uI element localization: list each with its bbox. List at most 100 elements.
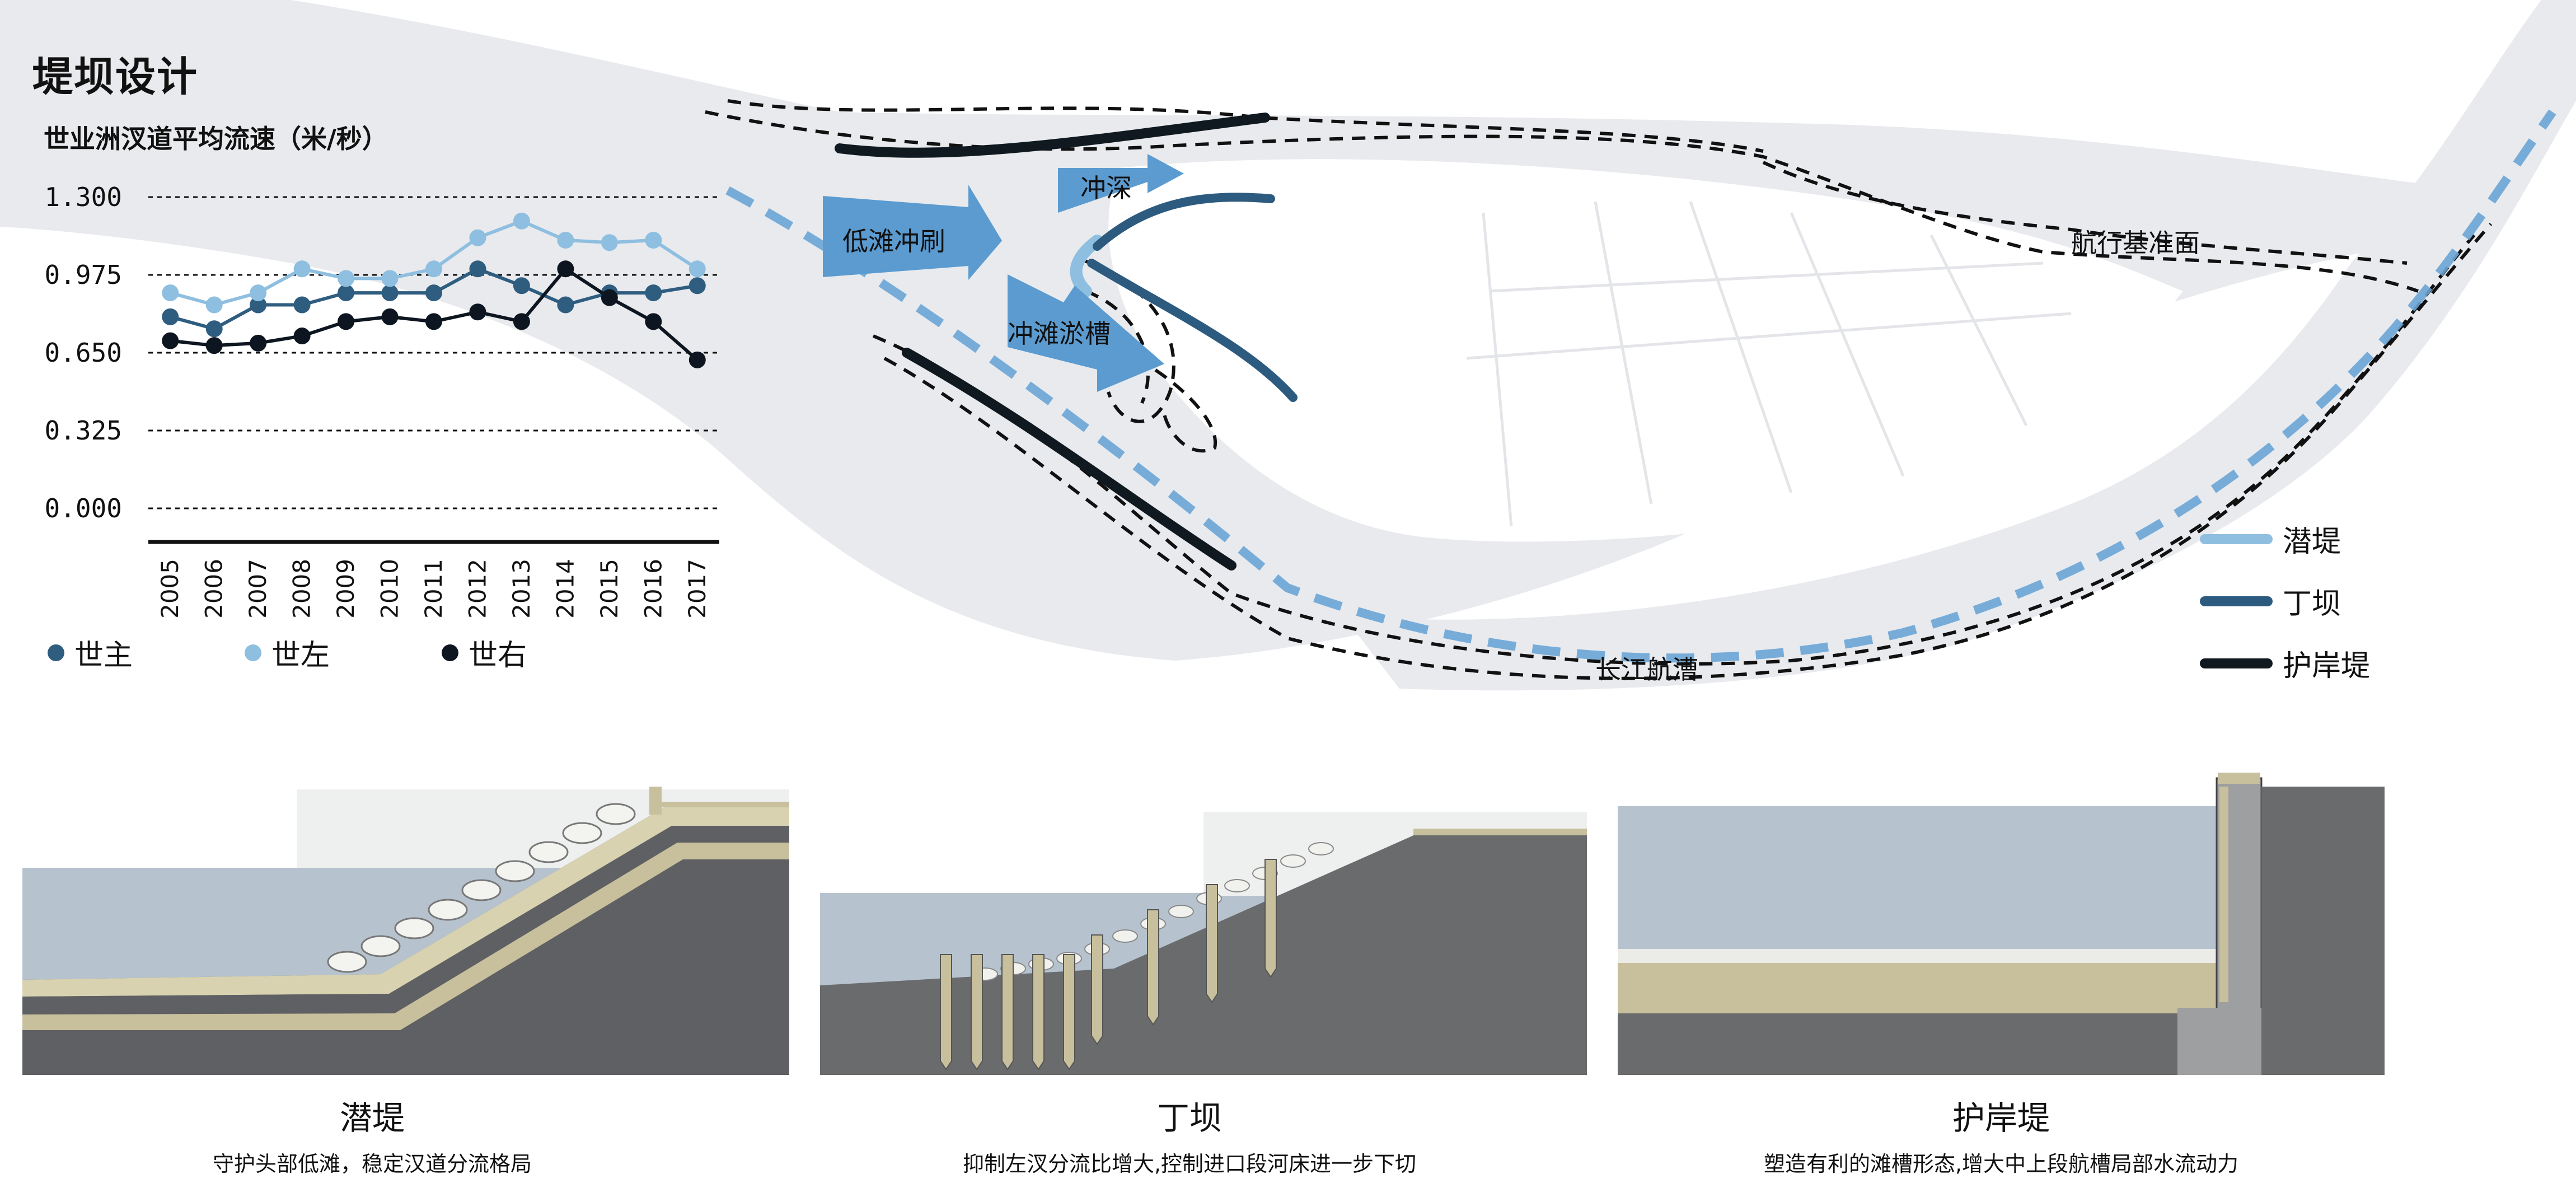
submerged-dam bbox=[1070, 235, 1103, 297]
arrow-channel-deep bbox=[1058, 154, 1184, 213]
section-title: 丁坝 bbox=[1156, 1099, 1222, 1137]
arrow-shoal-silt bbox=[1008, 274, 1164, 392]
x-tick-label: 2008 bbox=[288, 559, 316, 619]
data-point bbox=[338, 284, 355, 302]
data-point bbox=[162, 284, 179, 302]
revetment-upper bbox=[835, 113, 1270, 158]
data-point bbox=[381, 284, 399, 302]
data-point bbox=[689, 351, 706, 368]
label-yangtze-channel: 长江航漕 bbox=[1595, 654, 1698, 685]
x-tick-label: 2011 bbox=[420, 559, 447, 619]
label-shoal-scour: 低滩冲刷 bbox=[842, 226, 945, 256]
x-tick-label: 2007 bbox=[244, 559, 271, 619]
data-point bbox=[557, 231, 574, 249]
section-desc: 守护头部低滩，稳定汉道分流格局 bbox=[212, 1152, 532, 1176]
legend-swatch-revetment bbox=[2200, 658, 2273, 668]
x-tick-label: 2016 bbox=[639, 559, 667, 619]
sandbar bbox=[1763, 465, 2116, 548]
section-desc: 塑造有利的滩槽形态,增大中上段航槽局部水流动力 bbox=[1763, 1152, 2239, 1176]
island bbox=[1108, 159, 2183, 542]
data-point bbox=[469, 260, 486, 278]
data-point bbox=[381, 270, 399, 287]
data-point bbox=[293, 260, 311, 278]
data-point bbox=[689, 260, 706, 278]
cross-sections bbox=[22, 773, 2385, 1075]
legend-label: 世左 bbox=[271, 639, 330, 672]
x-tick-label: 2014 bbox=[551, 559, 579, 619]
map-legend-item: 护岸堤 bbox=[2200, 642, 2370, 684]
legend-label: 丁坝 bbox=[2283, 587, 2341, 621]
chart-series bbox=[162, 212, 706, 368]
section-title: 护岸堤 bbox=[1952, 1099, 2050, 1137]
legend-label: 护岸堤 bbox=[2283, 649, 2371, 683]
y-tick-label: 0.650 bbox=[45, 338, 122, 368]
arrow-shoal-scour bbox=[823, 185, 1002, 280]
y-tick-label: 0.325 bbox=[45, 415, 122, 446]
x-tick-label: 2005 bbox=[156, 559, 184, 619]
legend-label: 世主 bbox=[74, 639, 133, 672]
data-point bbox=[205, 337, 223, 354]
chart-y-ticks: 1.300 0.975 0.650 0.325 0.000 bbox=[45, 182, 122, 523]
chart-legend: 世主 世左 世右 bbox=[48, 632, 527, 674]
island-roads bbox=[1466, 201, 2072, 527]
river-right-bend bbox=[1343, 0, 2576, 691]
x-tick-label: 2006 bbox=[200, 559, 228, 619]
data-point bbox=[425, 260, 442, 278]
data-point bbox=[513, 212, 530, 230]
data-point bbox=[425, 313, 442, 330]
data-point bbox=[205, 296, 223, 314]
section-groyne bbox=[820, 812, 1587, 1075]
legend-label: 世右 bbox=[469, 639, 527, 672]
legend-label: 潜堤 bbox=[2283, 525, 2341, 559]
y-tick-label: 0.975 bbox=[45, 260, 122, 290]
y-tick-label: 0.000 bbox=[45, 493, 122, 523]
riprap-stones bbox=[327, 803, 636, 973]
chart-legend-item: 世右 bbox=[442, 632, 527, 674]
data-point bbox=[250, 296, 267, 314]
piles bbox=[940, 859, 1277, 1070]
chart-legend-item: 世主 bbox=[48, 632, 133, 674]
chart-title: 世业洲汊道平均流速（米/秒） bbox=[44, 124, 388, 154]
section-title: 潜堤 bbox=[339, 1099, 405, 1137]
data-point bbox=[381, 308, 399, 325]
x-tick-label: 2017 bbox=[683, 559, 711, 619]
data-point bbox=[689, 277, 706, 294]
revetment-lower bbox=[902, 348, 1237, 571]
channel-line bbox=[725, 109, 2556, 663]
y-tick-label: 1.300 bbox=[45, 182, 122, 212]
data-point bbox=[293, 296, 311, 314]
data-point bbox=[162, 332, 179, 349]
data-point bbox=[645, 284, 662, 302]
legend-swatch-groyne bbox=[2200, 596, 2273, 606]
data-point bbox=[338, 270, 355, 287]
label-nav-datum: 航行基准面 bbox=[2071, 228, 2200, 258]
data-point bbox=[250, 334, 267, 352]
data-point bbox=[645, 231, 662, 249]
section-caption-groyne: 丁坝 抑制左汊分流比增大,控制进口段河床进一步下切 bbox=[820, 1092, 1559, 1177]
x-tick-label: 2012 bbox=[463, 559, 491, 619]
data-point bbox=[645, 313, 662, 330]
river-map bbox=[0, 0, 2576, 691]
data-point bbox=[293, 328, 311, 345]
map-legend-item: 潜堤 bbox=[2200, 518, 2370, 560]
section-desc: 抑制左汊分流比增大,控制进口段河床进一步下切 bbox=[962, 1152, 1417, 1176]
section-submerged-dam bbox=[22, 787, 789, 1075]
legend-swatch-submerged-dam bbox=[2200, 534, 2273, 544]
x-tick-label: 2010 bbox=[376, 559, 404, 619]
data-point bbox=[469, 303, 486, 321]
data-point bbox=[601, 289, 618, 306]
x-tick-label: 2015 bbox=[596, 559, 623, 619]
legend-dot-main bbox=[48, 644, 64, 661]
legend-dot-right bbox=[442, 644, 459, 661]
groyne-upper bbox=[1093, 193, 1275, 251]
map-legend: 潜堤 丁坝 护岸堤 bbox=[2200, 518, 2370, 684]
section-caption-revetment: 护岸堤 塑造有利的滩槽形态,增大中上段航槽局部水流动力 bbox=[1618, 1092, 2385, 1177]
data-point bbox=[557, 260, 574, 278]
data-point bbox=[469, 229, 486, 246]
velocity-chart: 1.300 0.975 0.650 0.325 0.000 2005 2006 2007 20… bbox=[45, 182, 719, 619]
data-point bbox=[425, 284, 442, 302]
map-legend-item: 丁坝 bbox=[2200, 580, 2370, 622]
data-point bbox=[338, 313, 355, 330]
label-shoal-silt: 冲滩淤槽 bbox=[1008, 319, 1111, 349]
